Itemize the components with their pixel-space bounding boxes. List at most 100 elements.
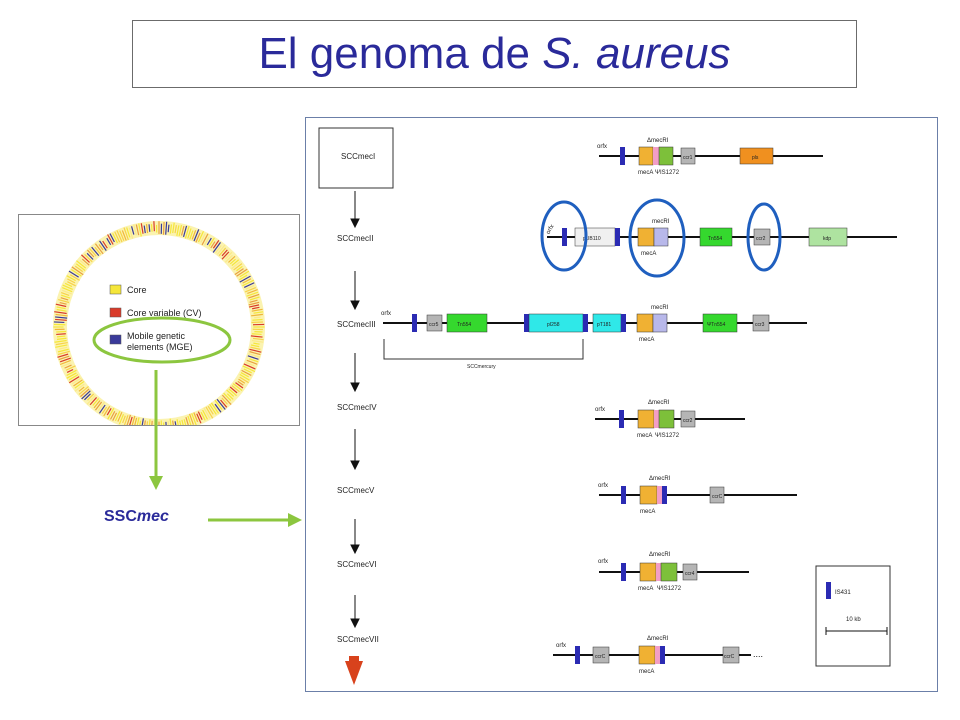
genome-ring-tick [242,365,256,373]
genome-ring-tick [54,311,67,315]
genome-ring-tick [56,333,66,336]
genome-ring-tick [114,231,121,243]
flow-arrows [350,191,360,629]
genome-ring-tick [71,266,84,276]
genome-ring-tick [68,374,79,381]
genome-ring-tick [236,268,248,277]
genome-ring-tick [107,234,114,245]
genome-ring-tick [56,335,66,338]
genome-ring-tick [212,240,220,249]
genome-ring-tick [246,359,258,365]
genome-ring-tick [84,253,93,263]
genome-ring-tick [205,406,214,419]
genome-ring-tick [89,248,97,257]
genome-ring-tick [62,287,73,293]
genome-ring-tick [59,301,67,305]
highlight-circle-orfx [540,200,588,272]
genome-ring-tick [116,230,123,243]
gene-label: ccr2 [683,418,693,424]
mge-swatch [109,334,122,345]
gene-label: ccrC [724,654,735,660]
gene-label: mecA [638,586,653,592]
genome-ring-tick [57,348,69,353]
sscmec-label-prefix: SSC [104,508,137,525]
genome-circle-figure: Core Core variable (CV) Mobile genetic e… [53,221,265,433]
genome-ring-tick [245,284,255,290]
genome-ring-tick [210,241,216,249]
genome-ring-tick [76,260,87,269]
genome-ring-tick [248,353,261,358]
genome-ring-tick [216,244,226,255]
legend-mge-line2: elements (MGE) [127,342,193,352]
genome-ring-tick [101,406,108,414]
genome-ring-tick [56,308,67,312]
sscmec-label: SSCmec [104,508,169,526]
gene-label: mecA [639,337,654,343]
genome-ring-tick [98,244,104,251]
genome-ring-tick [235,382,244,389]
genome-ring-tick [148,224,151,232]
genome-ring-tick [176,225,180,237]
genome-ring-tick [220,399,228,408]
gene-label: ΔmecRI [648,400,670,406]
genome-ring-tick [162,221,165,235]
genome-ring-tick [153,420,156,433]
genome-ring-tick [78,386,85,392]
genome-ring-tick [59,359,71,366]
label-sccmec-vii: SCCmecVII [337,635,379,644]
genome-ring-tick [126,414,132,427]
genome-ring-tick [221,249,228,257]
gene-label: mecA [640,509,655,515]
genome-ring-tick [221,397,228,405]
gene-label: mecA [639,669,654,675]
genome-ring-tick [123,415,129,428]
genome-ring-tick [66,275,76,282]
genome-ring-tick [214,399,223,410]
genome-ring-tick [80,388,90,398]
genome-ring-tick [203,236,210,246]
genome-ring-tick [74,265,84,273]
title-prefix: El genoma de [258,29,543,78]
gene-label: ΨIS1272 [657,586,682,592]
genome-ring-tick [252,337,264,341]
highlight-circle-meca [628,198,686,278]
genome-ring-tick [201,233,209,246]
genome-ring-tick [106,408,112,416]
genome-ring-tick [89,397,98,406]
genome-ring-tick [216,398,226,410]
genome-ring-tick [250,335,263,338]
genome-ring-tick [98,404,106,414]
gene-label: orfx [598,483,608,489]
genome-ring-tick [247,289,258,295]
genome-ring-tick [64,282,73,288]
genome-ring-tick [225,251,233,260]
genome-ring-tick [207,405,214,415]
genome-ring-tick [224,254,233,263]
sccmec-ii-map: orfx pUB110 mecRI mecA Tn554 ccr2 kdp [540,198,897,278]
genome-ring-tick [226,389,235,397]
genome-ring-tick [55,318,67,321]
genome-ring-tick [249,296,260,301]
genome-ring-tick [145,223,149,234]
genome-ring-tick [200,233,206,243]
gene-label: ΔmecRI [647,138,669,144]
genome-ring-tick [69,274,80,281]
genome-ring-tick [55,313,68,317]
gene-label: orfx [546,224,556,236]
gene-label: orfx [556,643,566,649]
genome-ring-tick [203,407,211,419]
genome-ring-tick [60,362,71,368]
genome-ring-tick [65,365,76,371]
is431-swatch [826,582,831,599]
genome-ring-tick [243,363,256,370]
continuation-dots: .... [753,649,763,659]
gene-label: pUB110 [583,236,601,242]
genome-ring-tick [254,316,261,319]
genome-ring-tick [60,292,70,296]
gene-label: orfx [597,144,607,150]
genome-ring-tick [248,301,260,306]
genome-ring-tick [253,342,260,345]
genome-ring-tick [238,378,246,384]
genome-ring-tick [79,259,87,267]
genome-ring-tick [169,224,173,234]
